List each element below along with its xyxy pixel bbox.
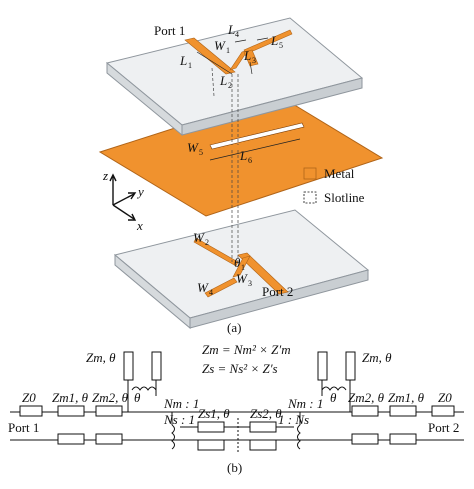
label-zm-theta-right: Zm, θ: [362, 350, 392, 365]
svg-text:L: L: [239, 148, 247, 163]
label-zm-theta-left: Zm, θ: [86, 350, 116, 365]
legend-slotline-swatch: [303, 191, 317, 204]
label-zm2-left: Zm2, θ: [92, 390, 129, 405]
top-substrate: [105, 17, 364, 137]
legend-metal-label: Metal: [324, 166, 355, 181]
svg-text:W: W: [193, 230, 205, 245]
svg-text:4: 4: [209, 288, 213, 297]
eq1: Zm = Nm² × Z′m: [202, 342, 291, 357]
svg-text:3: 3: [248, 279, 252, 288]
svg-text:4: 4: [235, 30, 239, 39]
label-ns-left: Ns : 1: [163, 412, 195, 427]
label-zm1-left: Zm1, θ: [52, 390, 89, 405]
axes-triad: [109, 173, 137, 221]
svg-text:L: L: [219, 73, 227, 88]
label-l1: L 1: [179, 53, 192, 70]
svg-text:L: L: [243, 48, 251, 63]
label-theta-right: θ: [330, 390, 337, 405]
label-ns-right: 1 : Ns: [278, 412, 309, 427]
label-l6: L 6: [239, 148, 252, 165]
svg-text:1: 1: [188, 61, 192, 70]
label-zm2-right: Zm2, θ: [348, 390, 385, 405]
svg-text:W: W: [214, 38, 226, 53]
svg-text:1: 1: [241, 263, 245, 272]
svg-text:L: L: [270, 33, 278, 48]
projection-lines: [211, 67, 239, 262]
axis-y-label: y: [136, 184, 144, 199]
ground-plane: [98, 94, 384, 217]
svg-text:W: W: [187, 140, 199, 155]
port1-label-b: Port 1: [8, 420, 39, 435]
label-w5: W 5: [187, 140, 203, 157]
label-theta1: θ 1: [234, 255, 245, 272]
label-l4: L 4: [227, 22, 239, 39]
equivalent-circuit: [10, 351, 464, 454]
svg-text:W: W: [197, 280, 209, 295]
port2-label-a: Port 2: [262, 284, 293, 299]
svg-text:θ: θ: [234, 255, 241, 270]
svg-text:6: 6: [248, 156, 252, 165]
legend-metal-swatch: [303, 167, 317, 180]
label-w1: W 1: [214, 38, 230, 55]
label-nm-left: Nm : 1: [163, 396, 199, 411]
label-zs2: Zs2, θ: [250, 406, 282, 421]
caption-b: (b): [227, 460, 242, 475]
label-l5: L 5: [270, 33, 283, 50]
label-l3: L 3: [243, 48, 256, 65]
svg-text:2: 2: [205, 238, 209, 247]
svg-text:3: 3: [252, 56, 256, 65]
svg-text:2: 2: [228, 81, 232, 90]
label-w4: W 4: [197, 280, 213, 297]
label-z0-left: Z0: [22, 390, 36, 405]
label-zm1-right: Zm1, θ: [388, 390, 425, 405]
port2-label-b: Port 2: [428, 420, 459, 435]
label-w3: W 3: [236, 271, 252, 288]
svg-text:5: 5: [199, 148, 203, 157]
label-w2: W 2: [193, 230, 209, 247]
label-nm-right: Nm : 1: [287, 396, 323, 411]
caption-a: (a): [227, 320, 241, 335]
label-z0-right: Z0: [438, 390, 452, 405]
svg-text:1: 1: [226, 46, 230, 55]
label-theta-left: θ: [134, 390, 141, 405]
top-dimension-lines: [196, 37, 269, 75]
label-zs1: Zs1, θ: [198, 406, 230, 421]
label-l2: L 2: [219, 73, 232, 90]
axis-x-label: x: [136, 218, 143, 233]
svg-text:5: 5: [279, 41, 283, 50]
svg-text:L: L: [179, 53, 187, 68]
svg-text:W: W: [236, 271, 248, 286]
eq2: Zs = Ns² × Z′s: [202, 361, 278, 376]
legend: Metal Slotline: [303, 166, 365, 205]
svg-text:L: L: [227, 22, 235, 37]
legend-slotline-label: Slotline: [324, 190, 365, 205]
port1-label-a: Port 1: [154, 23, 185, 38]
axis-z-label: z: [102, 168, 108, 183]
bottom-substrate: [113, 209, 370, 330]
l6-dimension-line: [209, 138, 301, 161]
